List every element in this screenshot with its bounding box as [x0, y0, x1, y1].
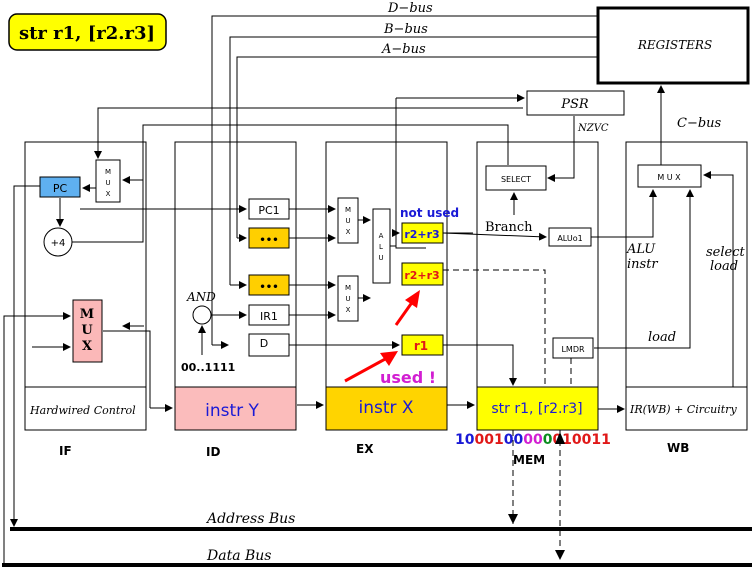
- encoding-bits-1: 001: [474, 432, 503, 448]
- wb-instr-label: IR(WB) + Circuitry: [629, 403, 737, 416]
- ir1-label: IR1: [260, 310, 278, 323]
- if-big-mux-m: M: [80, 307, 94, 322]
- d-bus-label: D−bus: [387, 1, 433, 16]
- r2r3-label-2: r2+r3: [404, 269, 439, 282]
- select-label: SELECT: [501, 175, 531, 184]
- ex-wires: [289, 205, 547, 409]
- used-label: used !: [380, 368, 436, 387]
- stage-label-ex: EX: [356, 442, 374, 456]
- nzvc-label: NZVC: [577, 123, 609, 134]
- stage-label-wb: WB: [667, 441, 689, 455]
- data-bus-arrowhead: [555, 550, 565, 560]
- wb-wires: [591, 171, 734, 385]
- if-small-mux: [95, 159, 121, 203]
- not-used-label: not used: [400, 206, 459, 220]
- used-pointer-arrow: [344, 351, 398, 383]
- and-label: AND: [186, 290, 216, 304]
- stage-label-if: IF: [59, 444, 72, 458]
- address-bus-label: Address Bus: [205, 511, 295, 527]
- instr-y-label: instr Y: [205, 401, 259, 421]
- a-bus-label: A−bus: [381, 42, 426, 57]
- ex-mux-1-u: U: [345, 217, 350, 225]
- wb-mux-label: M U X: [657, 173, 681, 182]
- select-box: [485, 165, 547, 191]
- if-big-mux-x: X: [82, 339, 93, 354]
- registers-label: REGISTERS: [637, 38, 712, 52]
- ex-dashed-wires: [443, 269, 572, 560]
- if-big-mux: [72, 299, 103, 363]
- data-bus-connector-arrow: [555, 432, 565, 444]
- b-bus-label: B−bus: [383, 22, 428, 37]
- instruction-encoding: 1000100000010011: [455, 432, 611, 448]
- mem-instr-label: str r1, [r2.r3]: [491, 401, 582, 417]
- instruction-title-badge: str r1, [r2.r3]: [8, 13, 167, 51]
- mask-label: 00..1111: [181, 361, 235, 374]
- instruction-title: str r1, [r2.r3]: [19, 23, 155, 44]
- encoding-bits-5: 010011: [552, 432, 610, 448]
- instr-y-box: [174, 386, 297, 431]
- stage-label-mem: MEM: [513, 453, 545, 467]
- pc1-label: PC1: [258, 204, 279, 217]
- alu-l: L: [379, 243, 383, 251]
- if-wires: [3, 176, 247, 565]
- instr-x-box: [325, 386, 448, 431]
- ex-mux-2-m: M: [345, 284, 351, 292]
- hardwired-control-box: [24, 386, 147, 431]
- encoding-bits-4: 0: [543, 432, 553, 448]
- id-dots-label-1: •••: [259, 235, 278, 246]
- pc-label: PC: [53, 182, 68, 195]
- plus4-label: +4: [51, 238, 66, 249]
- encoding-bits-3: 00: [523, 432, 543, 448]
- data-bus-label: Data Bus: [206, 548, 271, 564]
- if-small-mux-x: X: [106, 190, 111, 198]
- lmdr-box: [552, 337, 594, 359]
- select-load-label-2: load: [710, 259, 738, 274]
- psr-wires: [94, 94, 575, 249]
- lmdr-label: LMDR: [561, 345, 585, 354]
- psr-label: PSR: [560, 97, 589, 112]
- hardwired-control-label: Hardwired Control: [29, 404, 136, 417]
- encoding-bits-2: 00: [504, 432, 524, 448]
- alu-a: A: [379, 232, 384, 240]
- wb-instr-box: [625, 386, 748, 431]
- ex-mux-1-x: X: [346, 228, 351, 236]
- wb-mux-box: [637, 164, 702, 188]
- alu-u: U: [378, 254, 383, 262]
- select-load-label-1: select: [706, 245, 745, 260]
- c-bus-label: C−bus: [677, 116, 722, 131]
- instr-x-label: instr X: [358, 398, 413, 418]
- branch-label: Branch: [485, 220, 533, 235]
- mem-instr-box: [476, 386, 599, 431]
- id-wires: [198, 311, 247, 355]
- and-gate: [192, 305, 212, 325]
- psr-box: [526, 90, 625, 116]
- r2r3-label-1: r2+r3: [404, 228, 439, 241]
- pc-register: [39, 176, 81, 198]
- ex-mux-1-m: M: [345, 206, 351, 214]
- ex-mux-2-u: U: [345, 295, 350, 303]
- address-bus-arrowhead: [508, 514, 518, 524]
- alu-instr-label-2: instr: [627, 257, 658, 272]
- r2r3-register-2: [401, 262, 444, 286]
- r2r3-pointer-arrow: [394, 290, 420, 326]
- if-big-mux-u: U: [81, 323, 93, 338]
- load-label: load: [648, 330, 676, 345]
- encoding-bits-0: 10: [455, 432, 475, 448]
- d-register: [248, 333, 290, 357]
- top-buses: [211, 15, 598, 349]
- stage-label-id: ID: [206, 445, 220, 459]
- aluo1-label: ALUo1: [557, 234, 582, 243]
- r1-label: r1: [414, 339, 428, 353]
- id-dots-label-2: •••: [259, 282, 278, 293]
- registers-box: [596, 6, 750, 85]
- d-label: D: [260, 337, 268, 350]
- if-small-mux-u: U: [105, 179, 110, 187]
- ex-mux-2-x: X: [346, 306, 351, 314]
- alu-instr-label-1: ALU: [626, 242, 656, 257]
- if-small-mux-m: M: [105, 168, 111, 176]
